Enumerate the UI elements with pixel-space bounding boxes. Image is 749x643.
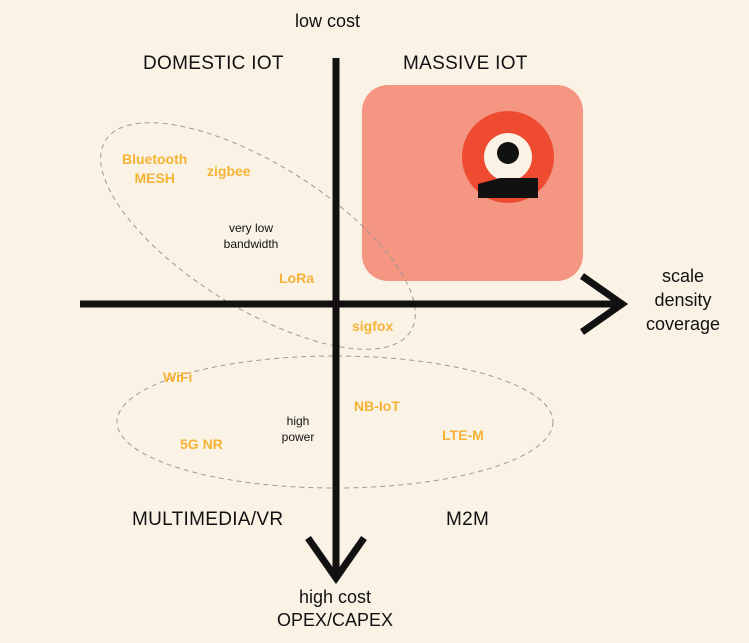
annotation-high-power-line-2: power bbox=[281, 430, 315, 444]
axis-bottom-line-2: OPEX/CAPEX bbox=[276, 610, 394, 630]
tech-lte-m: LTE-M bbox=[442, 427, 484, 443]
q-ring-logo-icon bbox=[462, 111, 554, 203]
annotation-low-bandwidth-line-1: very low bbox=[228, 221, 273, 235]
quadrant-domestic-iot: DOMESTIC IOT bbox=[143, 53, 284, 74]
tech-lora: LoRa bbox=[279, 270, 314, 286]
axis-top-label: low cost bbox=[295, 11, 361, 31]
annotation-low-bandwidth-line-2: bandwidth bbox=[223, 237, 279, 251]
tech-bluetooth-mesh: Bluetooth MESH bbox=[122, 150, 187, 188]
low-bandwidth-group-ellipse bbox=[100, 122, 416, 350]
annotation-low-bandwidth: very low bandwidth bbox=[212, 220, 290, 252]
tech-bluetooth-line-1: Bluetooth bbox=[122, 151, 188, 167]
axis-bottom-label: high cost OPEX/CAPEX bbox=[260, 586, 410, 632]
down-arrowhead bbox=[305, 535, 367, 585]
tech-wifi: WiFi bbox=[163, 369, 193, 385]
annotation-high-power-line-1: high bbox=[286, 414, 310, 428]
quadrant-massive-iot: MASSIVE IOT bbox=[403, 53, 528, 74]
quadrant-multimedia-vr: MULTIMEDIA/VR bbox=[132, 509, 284, 530]
tech-nb-iot: NB-IoT bbox=[354, 398, 400, 414]
tech-sigfox: sigfox bbox=[352, 318, 394, 334]
tech-bluetooth-line-2: MESH bbox=[134, 170, 175, 186]
axis-right-line-2: density bbox=[654, 290, 712, 310]
axis-right-line-1: scale bbox=[661, 266, 705, 286]
axis-right-label: scale density coverage bbox=[638, 264, 728, 336]
tech-zigbee: zigbee bbox=[207, 163, 251, 179]
tech-5g-nr: 5G NR bbox=[180, 436, 223, 452]
annotation-high-power: high power bbox=[268, 413, 328, 445]
quadrant-m2m: M2M bbox=[446, 509, 490, 530]
right-arrowhead bbox=[579, 273, 629, 335]
axis-right-line-3: coverage bbox=[645, 314, 721, 334]
high-power-group-ellipse bbox=[116, 355, 554, 489]
axis-bottom-line-1: high cost bbox=[298, 587, 372, 607]
